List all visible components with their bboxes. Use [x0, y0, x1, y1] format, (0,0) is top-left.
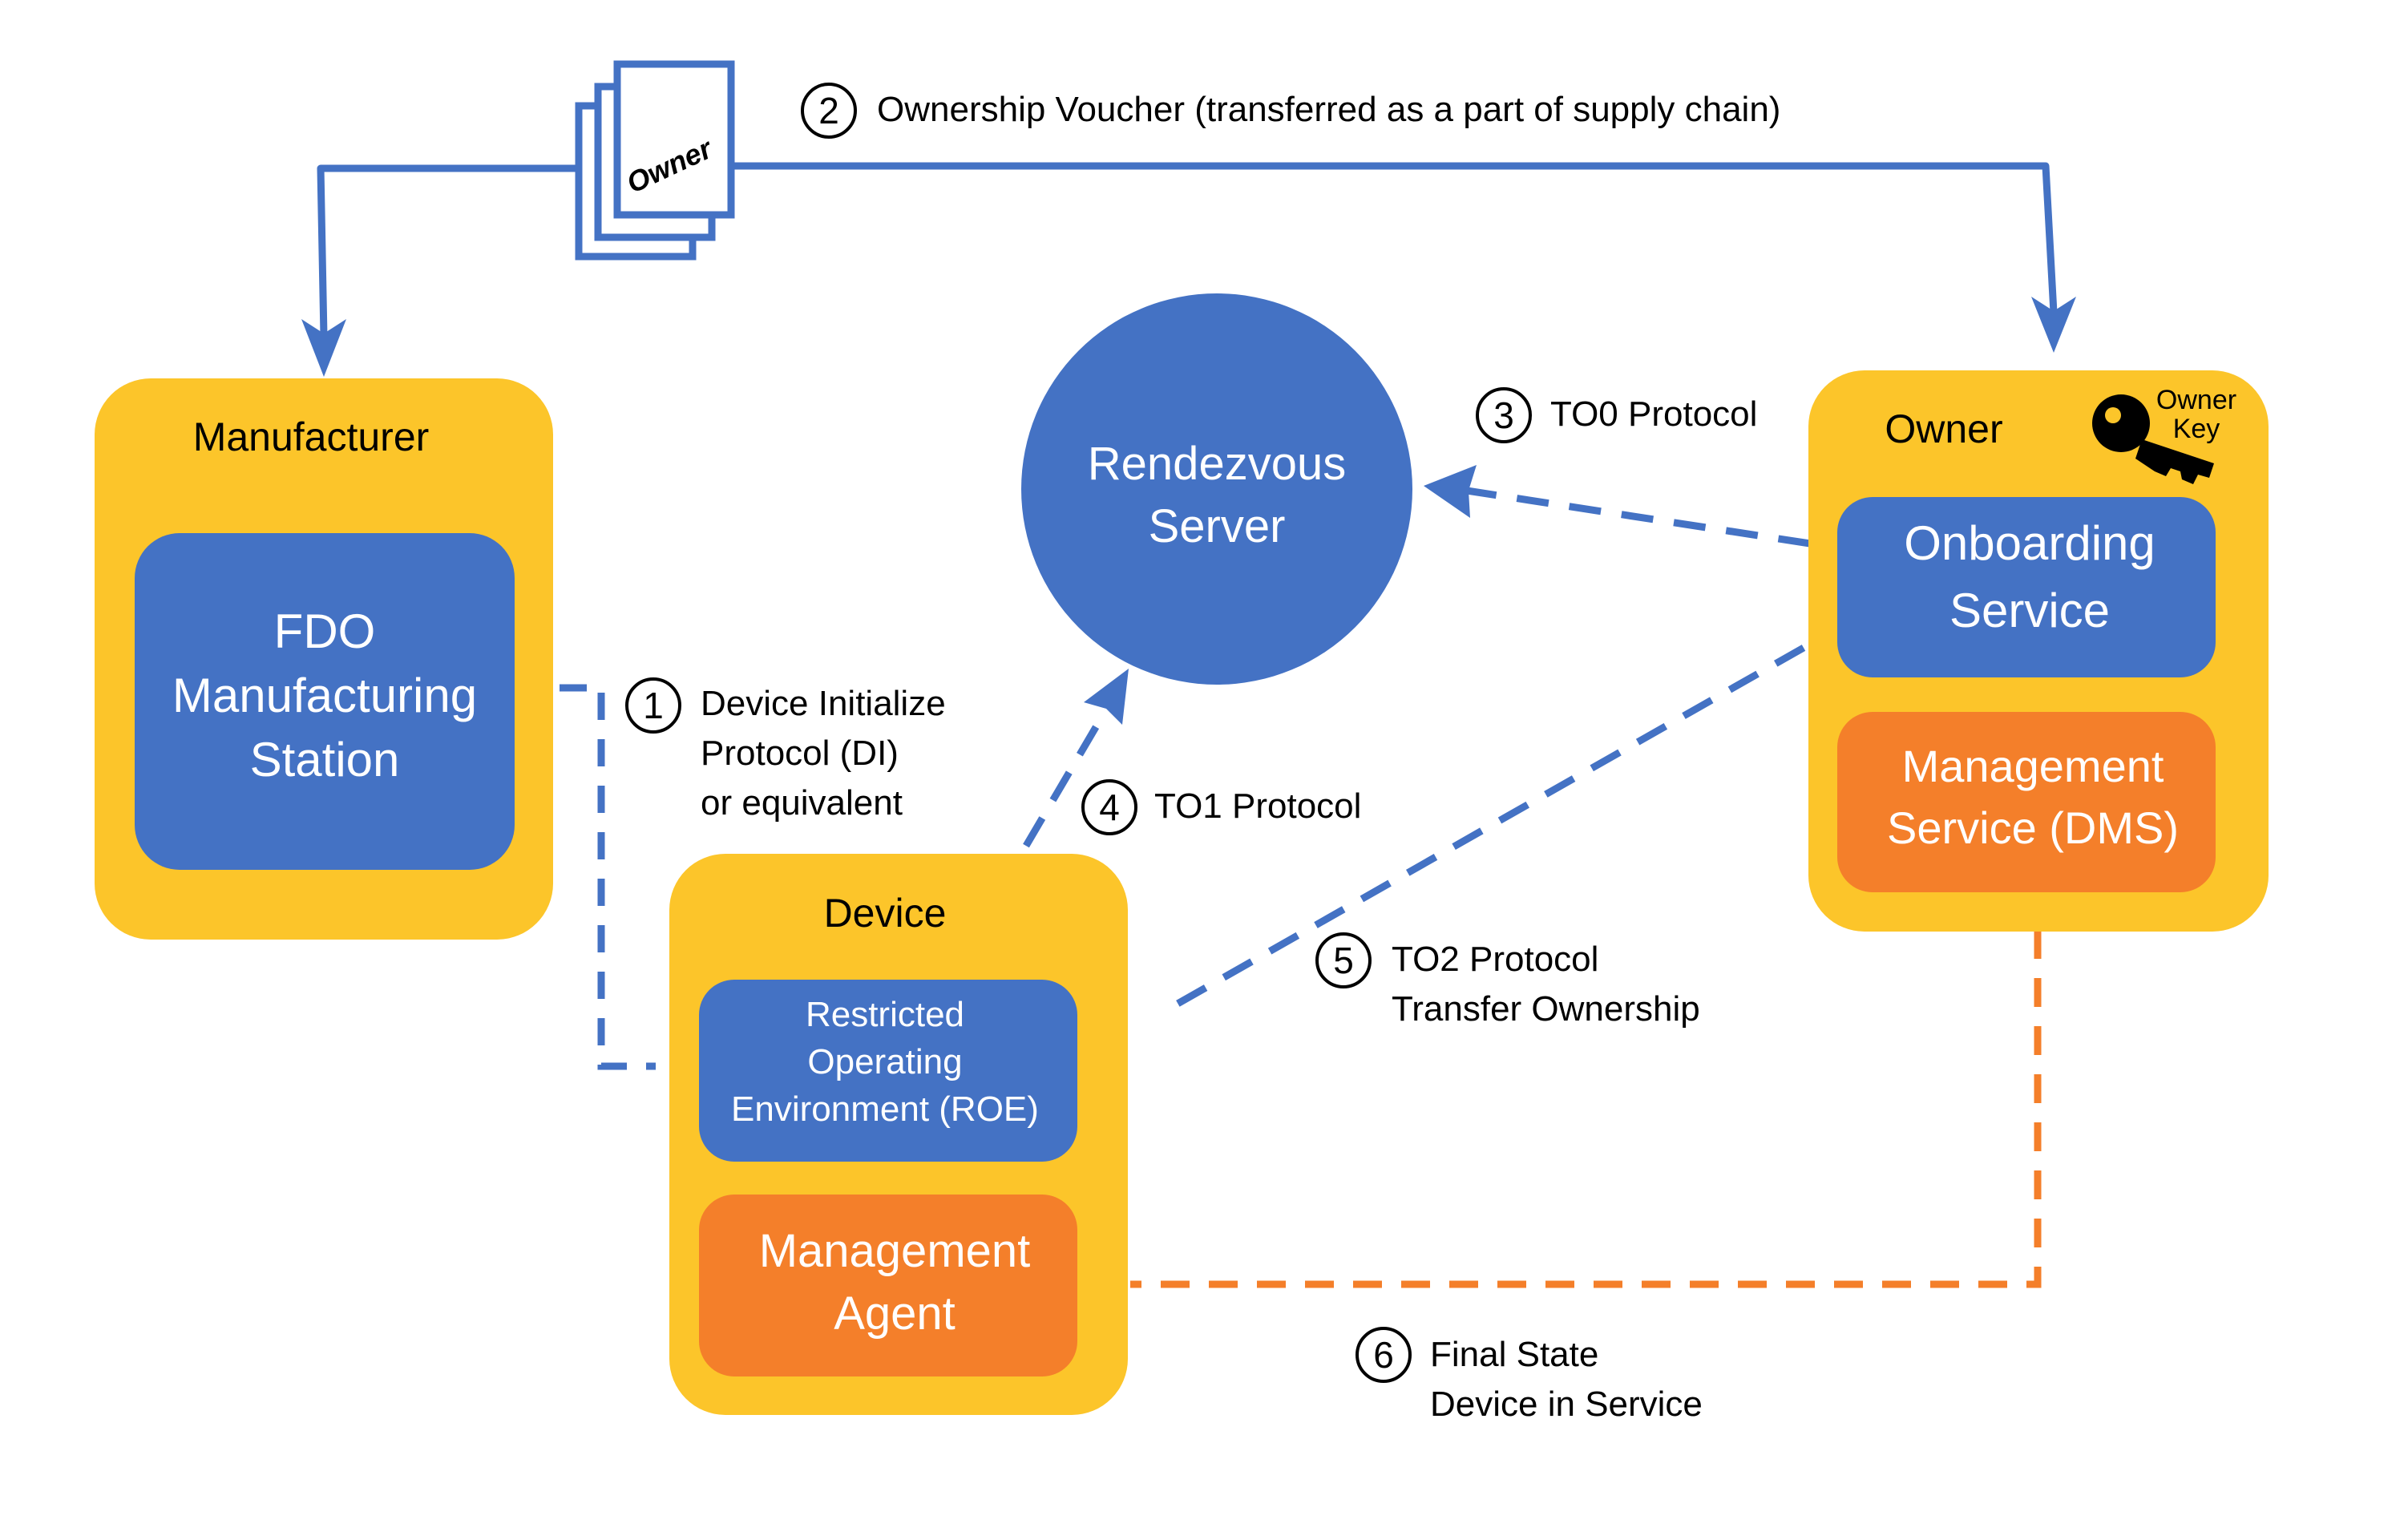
step-2-label: 2 Ownership Voucher (transferred as a pa…	[801, 83, 1780, 139]
svg-text:6: 6	[1373, 1334, 1394, 1376]
management-service-line2: Service (DMS)	[1887, 802, 2179, 853]
rendezvous-line2: Server	[1149, 500, 1286, 552]
final-state-connector	[1130, 930, 2042, 1288]
di-connector	[560, 684, 656, 1070]
arrowhead-to-owner	[2031, 297, 2076, 353]
step-5-label: 5 TO2 Protocol Transfer Ownership	[1315, 932, 1700, 1029]
owner-key-line2: Key	[2173, 414, 2220, 444]
fdo-station-line3: Station	[250, 733, 400, 786]
to1-arrowhead	[1084, 669, 1129, 725]
onboarding-line2: Service	[1949, 584, 2110, 637]
step-3-badge	[1476, 387, 1532, 443]
rendezvous-server: Rendezvous Server	[1021, 293, 1412, 685]
svg-text:3: 3	[1493, 394, 1514, 436]
key-icon	[2092, 394, 2214, 484]
step-6-line1: Final State	[1430, 1335, 1598, 1374]
step-2-badge	[801, 83, 857, 139]
step-3-label: 3 TO0 Protocol	[1476, 387, 1757, 443]
owner-title: Owner	[1885, 406, 2002, 451]
step-1-line3: or equivalent	[701, 783, 903, 823]
device-box: Device Restricted Operating Environment …	[669, 854, 1128, 1415]
to2-connector	[1164, 645, 1806, 1013]
step-1-line2: Protocol (DI)	[701, 734, 899, 773]
document-stack-icon: Owner	[575, 60, 735, 261]
roe-box	[699, 980, 1077, 1162]
roe-line2: Operating	[807, 1042, 962, 1081]
management-agent-line2: Agent	[834, 1288, 956, 1340]
to0-arrowhead	[1424, 465, 1477, 518]
step-1-badge	[625, 677, 681, 734]
svg-text:2: 2	[818, 90, 839, 131]
onboarding-service-box	[1837, 497, 2216, 677]
step-4-badge	[1081, 779, 1137, 835]
step-4-label: 4 TO1 Protocol	[1081, 779, 1361, 835]
step-3-line1: TO0 Protocol	[1550, 394, 1757, 434]
arrowhead-to-manufacturer	[301, 319, 346, 377]
manufacturer-title: Manufacturer	[193, 414, 430, 459]
fdo-station-line1: FDO	[274, 604, 376, 658]
step-6-line2: Device in Service	[1430, 1385, 1703, 1424]
fdo-station-box	[135, 533, 515, 870]
manufacturer-box: Manufacturer FDO Manufacturing Station	[95, 378, 553, 940]
owner-key-line1: Owner	[2156, 385, 2236, 415]
svg-text:1: 1	[643, 685, 664, 726]
owner-box: Owner Owner Key Onboarding Service Manag…	[1808, 370, 2269, 932]
roe-line1: Restricted	[806, 995, 964, 1034]
to0-connector	[1466, 487, 1811, 548]
step-5-line1: TO2 Protocol	[1392, 940, 1598, 979]
step-1-line1: Device Initialize	[701, 684, 946, 723]
device-title: Device	[824, 891, 947, 936]
step-1-label: 1 Device Initialize Protocol (DI) or equ…	[625, 677, 946, 823]
to1-connector	[1023, 707, 1109, 848]
management-agent-box	[699, 1195, 1077, 1376]
management-service-box	[1837, 712, 2216, 892]
step-6-label: 6 Final State Device in Service	[1356, 1327, 1703, 1424]
svg-text:4: 4	[1099, 786, 1120, 828]
management-agent-line1: Management	[759, 1225, 1031, 1277]
step-6-badge	[1356, 1327, 1412, 1383]
rendezvous-line1: Rendezvous	[1088, 438, 1346, 490]
voucher-transfer-arrows	[301, 162, 2076, 377]
svg-text:5: 5	[1333, 940, 1354, 981]
onboarding-line1: Onboarding	[1904, 516, 2155, 570]
step-5-badge	[1315, 932, 1372, 988]
management-service-line1: Management	[1902, 741, 2164, 791]
step-4-line1: TO1 Protocol	[1154, 786, 1361, 826]
step-5-line2: Transfer Ownership	[1392, 989, 1700, 1029]
roe-line3: Environment (ROE)	[731, 1089, 1039, 1129]
fdo-station-line2: Manufacturing	[172, 669, 477, 722]
step-2-line1: Ownership Voucher (transferred as a part…	[877, 90, 1780, 129]
